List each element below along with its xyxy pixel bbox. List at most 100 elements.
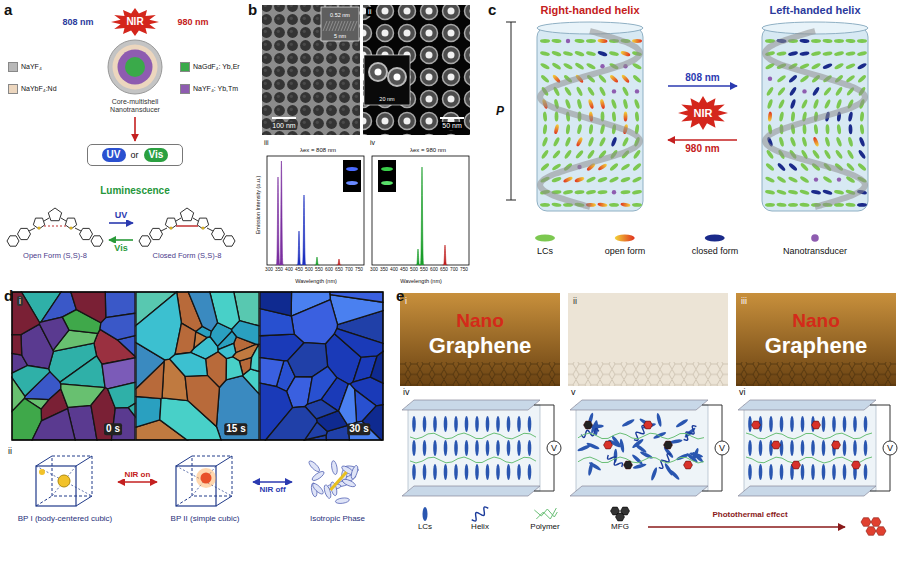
- legend-entry: Helix: [467, 506, 493, 531]
- helix-figure: [586, 50, 597, 56]
- lattice-cube: [192, 456, 232, 496]
- node-caption: Right-handed helix: [515, 4, 665, 19]
- blue-phase-micrograph: [334, 329, 383, 358]
- connector-arrow: [134, 117, 136, 141]
- legend-entry: NaYF₄: [8, 62, 42, 72]
- blue-phase-micrograph: [12, 378, 25, 411]
- helix-figure: [612, 111, 617, 121]
- helix-figure: [537, 27, 643, 211]
- red-graphene: [866, 527, 876, 536]
- blue-phase-micrograph: [188, 292, 217, 331]
- helix-figure: [635, 89, 639, 93]
- molecule-closed: [150, 228, 163, 239]
- helix-figure: [609, 162, 619, 171]
- lattice-cube: [36, 466, 76, 506]
- lattice-fringes: [353, 21, 357, 31]
- molecule-open: [29, 228, 35, 231]
- tick-label: 350: [380, 267, 388, 273]
- helix-figure: [811, 62, 822, 70]
- spectrum-frame: [267, 156, 364, 265]
- lc-cell: [433, 440, 437, 456]
- tem-image: [262, 5, 360, 135]
- helix-figure: [620, 202, 630, 207]
- helix-figure: [635, 111, 640, 121]
- helix-figure: [553, 124, 559, 135]
- lc-cell: [517, 440, 521, 456]
- time-label: 15 s: [224, 423, 247, 435]
- pitch-label: P: [496, 105, 504, 119]
- lc-cell: [738, 486, 876, 496]
- isotropic-phase: Isotropic Phase: [295, 450, 380, 523]
- blue-phase-micrograph: [266, 406, 317, 440]
- isotropic-phase: [307, 460, 321, 474]
- helix-figure: [540, 62, 551, 70]
- lattice-fringes: [323, 21, 357, 31]
- legend-text: NaYbF₄:Nd: [21, 85, 57, 93]
- blue-phase-micrograph: [71, 292, 106, 323]
- lc-cell: [639, 417, 653, 428]
- legend-text: Helix: [471, 522, 489, 531]
- sub-panel-label: i: [405, 296, 407, 306]
- helix-figure: [565, 124, 570, 134]
- molecule-open: [38, 227, 41, 230]
- helix-figure: [834, 189, 845, 195]
- helix-figure: [565, 98, 572, 109]
- lc-cell: [656, 413, 663, 427]
- spectrum-frame: [378, 160, 396, 192]
- sub-panel-label: iv: [403, 387, 410, 397]
- isotropic-phase: [335, 497, 350, 504]
- helix-figure: [634, 98, 641, 109]
- helix-figure: [576, 124, 582, 135]
- axis-title: Wavelength (nm): [400, 278, 442, 284]
- lc-cell: [423, 440, 427, 456]
- helix-figure: [540, 74, 550, 84]
- p-bracket: [506, 22, 516, 200]
- voltage-symbol: V: [887, 443, 893, 453]
- blue-phase-micrograph: [136, 397, 161, 427]
- axis-title: Wavelength (nm): [295, 278, 337, 284]
- helix-figure: [802, 124, 806, 134]
- helix-figure: [552, 136, 560, 147]
- helix-figure: [814, 177, 818, 181]
- lc-cell: [780, 440, 784, 456]
- legend-icon: [423, 507, 428, 521]
- helix-figure: [597, 189, 607, 194]
- legend-icon: [612, 230, 638, 246]
- time-label: 30 s: [347, 423, 370, 435]
- lattice-cube: [39, 469, 45, 475]
- blue-phase-micrograph: [330, 292, 383, 302]
- blue-phase-micrograph: [12, 292, 40, 335]
- molecule-closed: [176, 218, 181, 221]
- tem-image: [272, 117, 296, 119]
- helix-figure: [799, 175, 809, 184]
- molecule-closed: [170, 227, 173, 230]
- connector-arrow: [109, 222, 133, 224]
- helix-figure: [597, 162, 607, 171]
- helix-figure: [621, 73, 631, 83]
- legend-icon: [802, 230, 828, 246]
- tick-label: 500: [305, 267, 313, 273]
- helix-figure: [857, 50, 868, 56]
- legend-text: MFG: [611, 522, 629, 531]
- lc-cell: [475, 464, 479, 480]
- helix-figure: [857, 74, 867, 84]
- lc-cell: [444, 440, 448, 456]
- lc-cell: [570, 486, 708, 496]
- lc-cell: [650, 467, 658, 481]
- helix-figure: [515, 19, 665, 219]
- spectrum-frame: [381, 167, 393, 171]
- molecule-open: Open Form (S,S)-8: [4, 204, 106, 261]
- helix-figure: [811, 50, 822, 56]
- helix-figure: [574, 189, 584, 194]
- nanotransducer: [113, 45, 158, 90]
- voltage-symbol: V: [719, 443, 725, 453]
- helix-figure: [540, 162, 550, 171]
- helix-figure: [632, 175, 643, 183]
- lattice-cube: [58, 475, 70, 487]
- helix-figure: [586, 39, 596, 43]
- luminescence-label: Luminescence: [100, 185, 169, 197]
- helix-figure: [860, 111, 865, 121]
- spectrum-frame: [372, 156, 469, 265]
- helix-figure: [777, 86, 786, 96]
- helix-figure: [541, 136, 548, 147]
